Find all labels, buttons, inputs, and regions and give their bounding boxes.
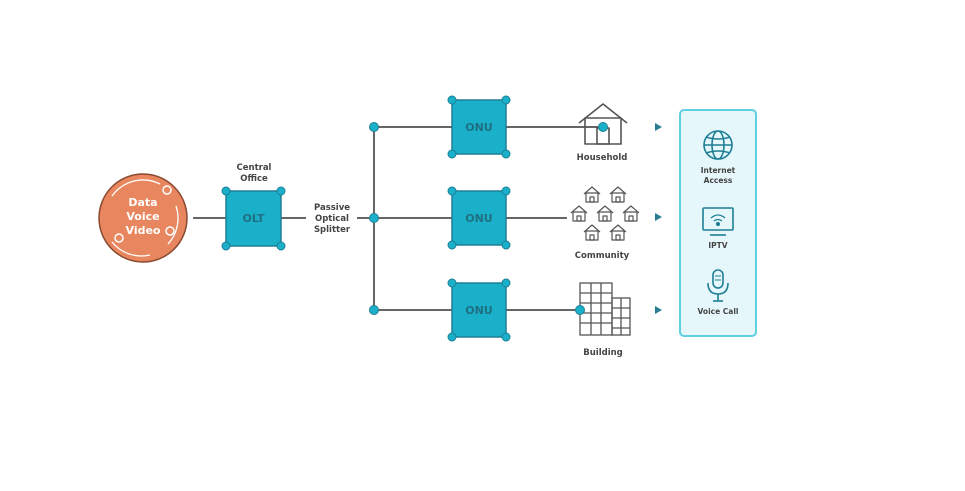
arrow-right-icon bbox=[655, 306, 662, 314]
destination-label-community: Community bbox=[575, 251, 630, 261]
onu-label: ONU bbox=[465, 304, 493, 317]
onu-box-1: ONU bbox=[447, 95, 511, 159]
central-office-label-line2: Office bbox=[240, 174, 268, 184]
source-label-video: Video bbox=[126, 224, 161, 237]
source-label-data: Data bbox=[128, 196, 157, 209]
services-panel: Internet Access IPTV Voice Call bbox=[679, 109, 757, 337]
community-icon bbox=[570, 186, 640, 241]
splitter-nodes bbox=[369, 122, 379, 315]
olt-box: OLT bbox=[221, 186, 286, 251]
service-label-internet-line1: Internet bbox=[701, 166, 736, 175]
microphone-icon bbox=[707, 269, 729, 302]
onu-label: ONU bbox=[465, 212, 493, 225]
arrow-right-icon bbox=[655, 213, 662, 221]
orbit-dot bbox=[114, 233, 124, 243]
globe-icon bbox=[703, 130, 733, 160]
orbit-arc bbox=[167, 205, 179, 245]
service-label-voice-call: Voice Call bbox=[698, 307, 739, 316]
arrow-markers bbox=[655, 123, 662, 314]
onu-box-2: ONU bbox=[447, 186, 511, 250]
splitter-node bbox=[369, 213, 379, 223]
splitter-label-line2: Optical bbox=[315, 214, 349, 224]
orbit-arc bbox=[111, 179, 161, 197]
splitter-label-line1: Passive bbox=[314, 203, 350, 213]
service-label-iptv: IPTV bbox=[708, 241, 727, 250]
destination-label-household: Household bbox=[577, 153, 628, 163]
olt-label: OLT bbox=[242, 212, 265, 225]
arrow-right-icon bbox=[655, 123, 662, 131]
central-office-label-line1: Central bbox=[237, 163, 272, 173]
orbit-dot bbox=[165, 226, 175, 236]
tv-icon bbox=[702, 207, 734, 236]
building-icon bbox=[575, 282, 631, 336]
orbit-arc bbox=[111, 241, 151, 257]
destination-label-building: Building bbox=[583, 348, 623, 358]
source-label-voice: Voice bbox=[126, 210, 159, 223]
service-label-internet-line2: Access bbox=[704, 176, 733, 185]
source-circle: Data Voice Video bbox=[98, 173, 188, 263]
connector-lines bbox=[193, 126, 603, 311]
onu-label: ONU bbox=[465, 121, 493, 134]
orbit-dot bbox=[162, 185, 172, 195]
onu-box-3: ONU bbox=[447, 278, 511, 342]
house-icon bbox=[578, 103, 628, 145]
splitter-node bbox=[369, 122, 379, 132]
splitter-node bbox=[369, 305, 379, 315]
splitter-label-line3: Splitter bbox=[314, 225, 351, 235]
